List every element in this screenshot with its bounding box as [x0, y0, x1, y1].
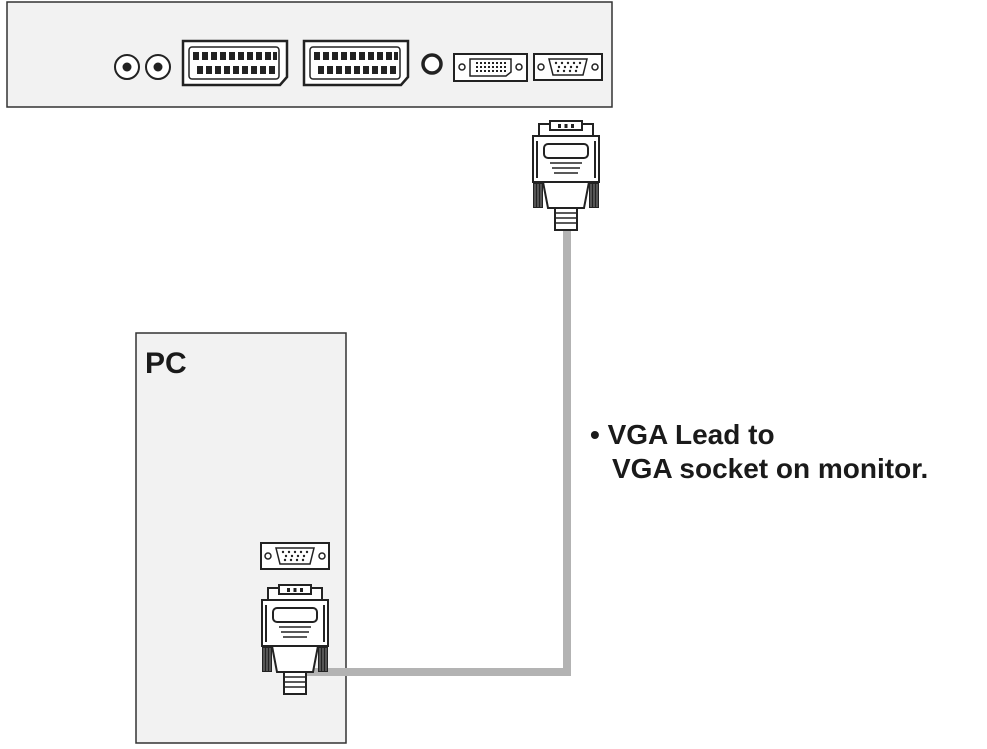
callout-text: • VGA Lead to VGA socket on monitor.: [590, 418, 928, 486]
vga-plug-icon: [532, 120, 600, 231]
pc-label: PC: [145, 347, 187, 380]
rca-socket-icon: [114, 54, 140, 80]
callout-line-1: • VGA Lead to: [590, 419, 775, 450]
rca-socket-icon: [145, 54, 171, 80]
pc-case: [135, 332, 347, 744]
vga-socket-icon: [260, 542, 330, 570]
scart-socket-icon: [181, 39, 289, 87]
scart-socket-icon: [302, 39, 410, 87]
vga-cable: [304, 208, 571, 676]
vga-socket-icon: [533, 53, 603, 81]
audio-jack-icon: [421, 53, 443, 75]
callout-line-2: VGA socket on monitor.: [612, 453, 929, 484]
dvi-socket-icon: [453, 53, 528, 82]
